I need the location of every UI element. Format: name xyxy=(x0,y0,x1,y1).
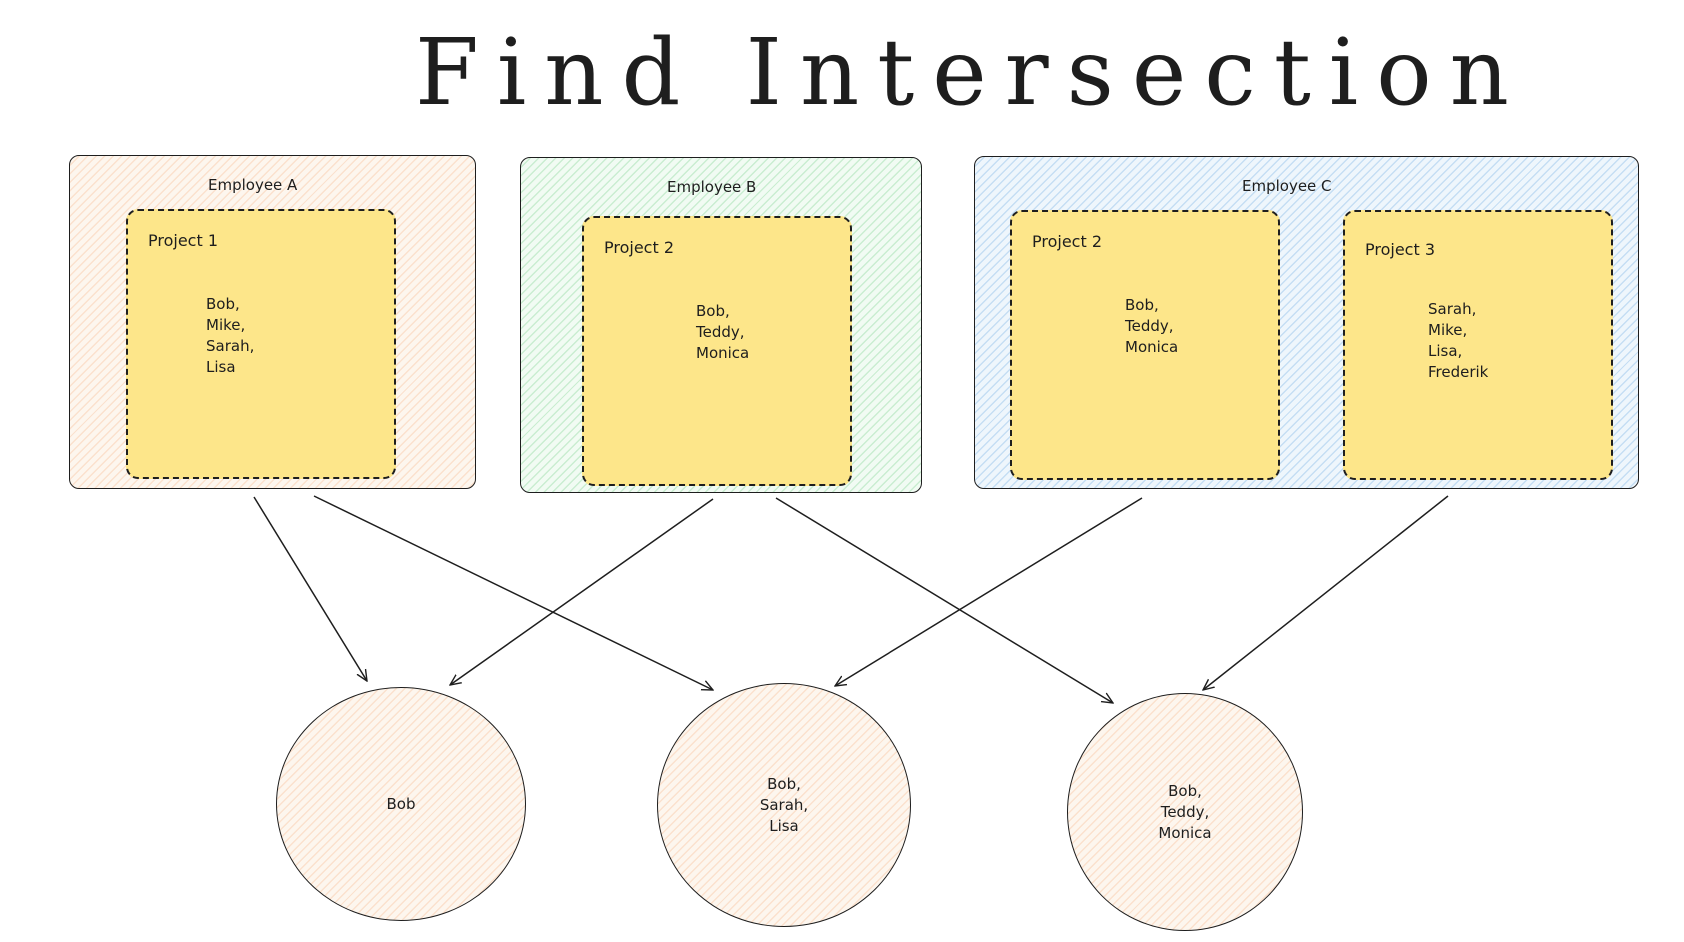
project-label: Project 2 xyxy=(1032,232,1103,251)
intersection-members: Bob, Teddy, Monica xyxy=(1158,781,1211,844)
employee-a-label: Employee A xyxy=(208,176,298,194)
employee-c-project-2: Project 2 Bob, Teddy, Monica xyxy=(1010,210,1280,480)
employee-a-project-1: Project 1 Bob, Mike, Sarah, Lisa xyxy=(126,209,396,479)
project-label: Project 1 xyxy=(148,231,219,250)
member-name: Bob, xyxy=(1168,781,1202,800)
member-name: Teddy, xyxy=(1125,317,1174,335)
project-label: Project 2 xyxy=(604,238,675,257)
arrow-c-to-bob-teddy-monica xyxy=(1203,495,1449,690)
member-name: Lisa, xyxy=(1428,342,1463,360)
arrow-a-to-bob-sarah-lisa xyxy=(313,495,713,690)
member-name: Bob, xyxy=(1125,296,1159,314)
arrow-c-to-bob-sarah-lisa xyxy=(835,497,1143,686)
member-name: Teddy, xyxy=(1160,802,1210,821)
member-name: Sarah, xyxy=(206,337,255,355)
employee-c-project-3: Project 3 Sarah, Mike, Lisa, Frederik xyxy=(1343,210,1613,480)
project-label: Project 3 xyxy=(1365,240,1436,259)
member-name: Teddy, xyxy=(696,323,745,341)
arrow-b-to-bob-teddy-monica xyxy=(775,497,1113,703)
arrow-b-to-bob xyxy=(450,498,714,685)
intersection-circle-1: Bob xyxy=(276,687,526,921)
project-members: Bob, Mike, Sarah, Lisa xyxy=(206,294,254,378)
member-name: Monica xyxy=(1125,338,1179,356)
member-name: Lisa xyxy=(769,816,799,835)
member-name: Mike, xyxy=(1428,321,1468,339)
member-name: Bob, xyxy=(206,295,240,313)
intersection-members: Bob xyxy=(387,794,416,815)
project-members: Bob, Teddy, Monica xyxy=(696,301,749,364)
member-name: Bob, xyxy=(696,302,730,320)
member-name: Bob xyxy=(386,794,416,813)
diagram-title: Find Intersection xyxy=(415,19,1527,126)
project-members: Bob, Teddy, Monica xyxy=(1125,295,1178,358)
employee-a-box: Employee A Project 1 Bob, Mike, Sarah, L… xyxy=(69,155,476,489)
employee-b-box: Employee B Project 2 Bob, Teddy, Monica xyxy=(520,157,922,493)
member-name: Sarah, xyxy=(759,795,809,814)
arrow-a-to-bob xyxy=(253,496,367,681)
intersection-members: Bob, Sarah, Lisa xyxy=(760,774,808,837)
member-name: Bob, xyxy=(767,774,801,793)
intersection-circle-2: Bob, Sarah, Lisa xyxy=(657,683,911,927)
member-name: Sarah, xyxy=(1428,300,1477,318)
member-name: Lisa xyxy=(206,358,236,376)
member-name: Monica xyxy=(1158,823,1212,842)
member-name: Monica xyxy=(696,344,750,362)
project-members: Sarah, Mike, Lisa, Frederik xyxy=(1428,299,1488,383)
member-name: Mike, xyxy=(206,316,246,334)
member-name: Frederik xyxy=(1428,363,1489,381)
employee-c-box: Employee C Project 2 Bob, Teddy, Monica … xyxy=(974,156,1639,489)
employee-b-label: Employee B xyxy=(667,178,757,196)
employee-b-project-2: Project 2 Bob, Teddy, Monica xyxy=(582,216,852,486)
employee-c-label: Employee C xyxy=(1242,177,1332,195)
intersection-circle-3: Bob, Teddy, Monica xyxy=(1067,693,1303,931)
